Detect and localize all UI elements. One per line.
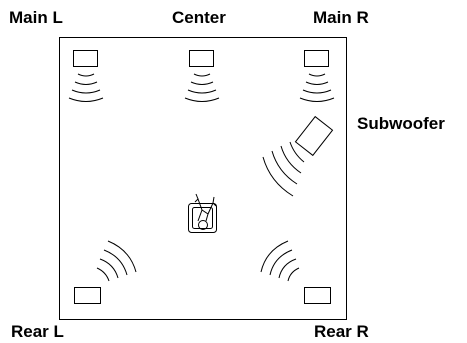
listener-in-chair-icon [188, 193, 217, 233]
room-outline [59, 37, 347, 320]
label-rear-l: Rear L [11, 322, 64, 341]
main-r-sound-waves-icon [299, 73, 335, 102]
main-r-speaker [299, 50, 335, 102]
rear-r-speaker-box-icon [304, 287, 331, 304]
rear-l-speaker-box-icon [74, 287, 101, 304]
center-sound-waves-icon [184, 73, 220, 102]
label-subwoofer: Subwoofer [357, 114, 445, 133]
label-main-l: Main L [9, 8, 63, 27]
center-speaker [184, 50, 220, 102]
main-l-speaker-box-icon [73, 50, 98, 67]
subwoofer-speaker [262, 115, 334, 197]
label-rear-r: Rear R [314, 322, 369, 341]
subwoofer-speaker-box-icon [294, 115, 334, 157]
rear-l-speaker [74, 240, 137, 304]
main-l-speaker [68, 50, 104, 102]
rear-r-speaker [260, 240, 331, 304]
rear-r-sound-waves-icon [260, 240, 300, 282]
rear-l-sound-waves-icon [96, 240, 137, 282]
subwoofer-sound-waves-icon [262, 141, 305, 197]
label-center: Center [172, 8, 226, 27]
label-main-r: Main R [313, 8, 369, 27]
center-speaker-box-icon [189, 50, 214, 67]
main-r-speaker-box-icon [304, 50, 329, 67]
main-l-sound-waves-icon [68, 73, 104, 102]
